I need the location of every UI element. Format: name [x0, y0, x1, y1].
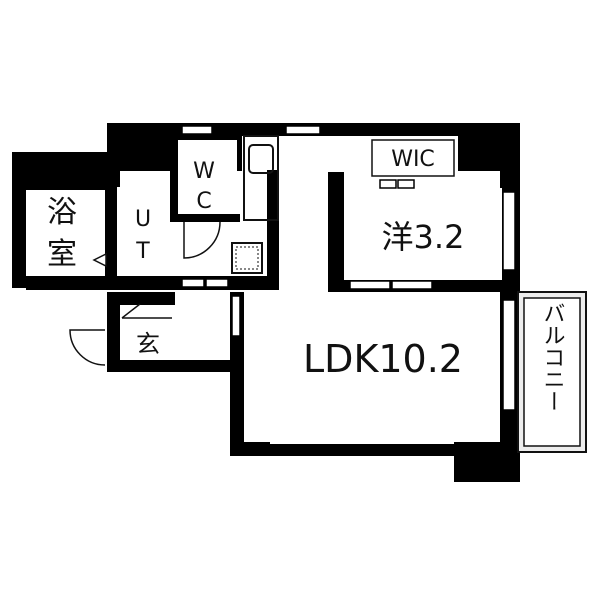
washer-grid-icon — [235, 246, 259, 270]
western-room-floor — [344, 188, 502, 281]
western-left-wall — [328, 172, 344, 290]
washer-space-icon — [231, 242, 263, 274]
western-room-label: 洋3.2 — [382, 218, 465, 256]
ldk-label: LDK10.2 — [303, 337, 463, 381]
door-swing-entrance-icon — [69, 329, 106, 366]
wc-bottom-wall — [170, 214, 240, 222]
wic-label-box — [371, 139, 455, 177]
vent-wic-1 — [379, 179, 397, 189]
wc-label-line2: C — [196, 189, 211, 214]
kitchen-counter — [243, 135, 279, 221]
ut-right-wall — [267, 170, 279, 290]
door-western-2 — [391, 280, 433, 290]
window-western — [502, 191, 516, 271]
bath-label-line2: 室 — [47, 237, 77, 272]
ldk-floor — [244, 292, 500, 442]
wic-label: WIC — [391, 147, 435, 172]
entrance-label: 玄 — [136, 330, 160, 358]
balcony — [517, 291, 587, 453]
bath-floor — [26, 190, 106, 276]
washer-space — [231, 242, 263, 274]
windows — [181, 125, 516, 411]
window-wc — [181, 125, 213, 135]
kitchen — [243, 135, 279, 221]
bath-label-line1: 浴 — [47, 195, 77, 230]
door-ut-2 — [205, 278, 229, 288]
balcony-inner — [523, 297, 581, 447]
door-ut-1 — [181, 278, 205, 288]
room-floors — [26, 136, 502, 444]
balcony-label: バルコニー — [540, 302, 565, 412]
door-swings — [69, 221, 221, 366]
sink-icon — [248, 144, 274, 174]
ut-label-line2: T — [135, 239, 150, 264]
bath-door-arrow-icon — [92, 252, 107, 268]
vent-wic-2 — [397, 179, 415, 189]
wc-left-wall — [170, 140, 178, 222]
entrance-floor — [120, 305, 175, 360]
door-western-1 — [349, 280, 391, 290]
bath-ut-wall — [105, 187, 117, 276]
wc-floor — [177, 140, 237, 218]
window-hall — [285, 125, 321, 135]
ldk-floor-bottom — [270, 436, 454, 444]
entrance-hall-floor — [175, 292, 230, 360]
window-ldk — [502, 299, 516, 411]
door-swing-wc-icon — [183, 221, 221, 259]
entrance-sign-icon — [121, 303, 141, 319]
wc-label-line1: W — [193, 159, 215, 184]
bath-bottom-wall — [26, 276, 118, 290]
ut-label-line1: U — [135, 207, 151, 232]
door-ldk-left — [231, 295, 241, 337]
